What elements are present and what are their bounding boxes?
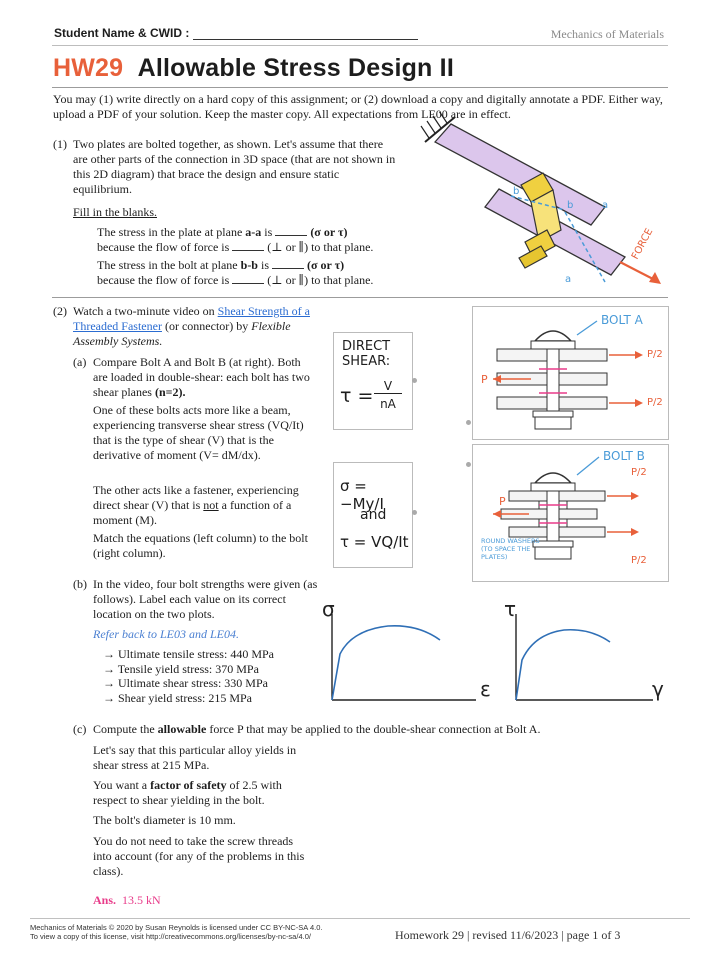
page-info: Homework 29 | revised 11/6/2023 | page 1…: [395, 928, 621, 942]
list-item: → Ultimate tensile stress: 440 MPa: [103, 647, 274, 661]
svg-text:b: b: [513, 186, 519, 197]
svg-text:σ: σ: [322, 597, 335, 621]
svg-text:P: P: [499, 495, 506, 508]
sigma-epsilon-plot: σ ε: [322, 597, 491, 701]
license-text: Mechanics of Materials © 2020 by Susan R…: [30, 923, 323, 941]
q1-number: (1): [53, 137, 67, 151]
q2a-p2: One of these bolts acts more like a beam…: [93, 403, 304, 462]
q1-blank-4[interactable]: [232, 273, 265, 284]
q2c-p3: The bolt's diameter is 10 mm.: [93, 813, 236, 827]
q1-fill-instruction: Fill in the blanks.: [73, 205, 157, 219]
equation-box-direct-shear: DIRECT SHEAR: τ = V nA: [333, 332, 413, 430]
title-divider: [52, 87, 668, 88]
bolt-shape: [518, 172, 562, 269]
match-dot-2[interactable]: [412, 510, 417, 515]
video-link[interactable]: Shear Strength of a Threaded Fastener: [73, 304, 310, 333]
q1-text: Two plates are bolted together, as shown…: [73, 137, 396, 196]
q2c-p2: You want a factor of safety of 2.5 with …: [93, 778, 282, 807]
list-item: → Shear yield stress: 215 MPa: [103, 690, 252, 705]
bolted-plates-diagram: a a b b FORCE: [420, 112, 661, 285]
svg-text:a: a: [602, 200, 608, 211]
list-item: → Tensile yield stress: 370 MPa: [103, 661, 259, 676]
svg-text:ε: ε: [480, 677, 491, 701]
equation-box-beam-stress: σ = −My/I and τ = VQ/It: [333, 462, 413, 568]
svg-text:P/2: P/2: [631, 467, 647, 478]
plane-b-b: [510, 195, 566, 211]
svg-text:P/2: P/2: [647, 349, 663, 360]
course-name: Mechanics of Materials: [550, 27, 664, 41]
match-dot-bolt-b[interactable]: [466, 462, 471, 467]
q2b-number: (b): [73, 577, 87, 591]
washer-note: ROUND WASHERS (TO SPACE THE PLATES): [481, 537, 540, 561]
q2b-refer: Refer back to LE03 and LE04.: [93, 627, 239, 641]
q2c-p4: You do not need to take the screw thread…: [93, 834, 305, 878]
sigma-curve: [331, 624, 441, 701]
bolt-a-label: BOLT A: [601, 313, 644, 327]
q1-blank-2[interactable]: [232, 240, 265, 251]
svg-text:P: P: [481, 373, 488, 386]
intro-text: You may (1) write directly on a hard cop…: [53, 92, 663, 121]
force-label: FORCE: [630, 227, 655, 262]
force-arrow: [649, 272, 661, 284]
svg-text:γ: γ: [652, 677, 664, 701]
svg-text:P/2: P/2: [647, 397, 663, 408]
bolt-strength-list: → Ultimate tensile stress: 440 MPa → Ten…: [103, 647, 274, 705]
page-title: HW29 Allowable Stress Design II: [53, 54, 454, 82]
q2a-p4: Match the equations (left column) to the…: [93, 531, 308, 560]
match-dot-1[interactable]: [412, 378, 417, 383]
stress-strain-plots: σ ε τ γ: [322, 597, 664, 701]
list-item: → Ultimate shear stress: 330 MPa: [103, 676, 268, 690]
student-name-label: Student Name & CWID :: [54, 26, 419, 40]
svg-text:b: b: [567, 200, 573, 211]
svg-text:a: a: [565, 274, 571, 285]
bolt-b-label: BOLT B: [603, 449, 645, 463]
q1-statement-2: The stress in the bolt at plane b-b is (…: [97, 258, 374, 287]
section-divider: [52, 297, 668, 298]
q1-blank-3[interactable]: [272, 258, 304, 269]
q1-blank-1[interactable]: [275, 225, 308, 236]
svg-text:τ: τ: [504, 597, 516, 621]
q2a-number: (a): [73, 355, 87, 369]
footer-divider: [30, 918, 690, 919]
q2c-question: Compute the allowable force P that may b…: [93, 722, 541, 736]
q2c-p1: Let's say that this particular alloy yie…: [93, 743, 297, 772]
bolt-b-diagram: P P/2 P/2 BOLT B ROUND WASHERS (TO SPACE…: [472, 444, 669, 582]
bolt-a-diagram: P P/2 P/2 BOLT A: [472, 306, 669, 440]
q2-number: (2): [53, 304, 67, 318]
q2b-p1: In the video, four bolt strengths were g…: [93, 577, 318, 621]
q2a-p1: Compare Bolt A and Bolt B (at right). Bo…: [93, 355, 310, 399]
q2-intro: Watch a two-minute video on Shear Streng…: [73, 304, 310, 348]
student-name-blank[interactable]: [193, 29, 419, 40]
match-dot-bolt-a[interactable]: [466, 420, 471, 425]
q2c-number: (c): [73, 722, 87, 736]
answer: Ans. 13.5 kN: [93, 893, 161, 907]
q2a-p3: The other acts like a fastener, experien…: [93, 483, 299, 527]
tau-gamma-plot: τ γ: [504, 597, 664, 701]
svg-text:P/2: P/2: [631, 555, 647, 566]
header-divider: [52, 45, 668, 46]
tau-curve: [515, 628, 611, 701]
q1-statement-1: The stress in the plate at plane a-a is …: [97, 225, 374, 254]
